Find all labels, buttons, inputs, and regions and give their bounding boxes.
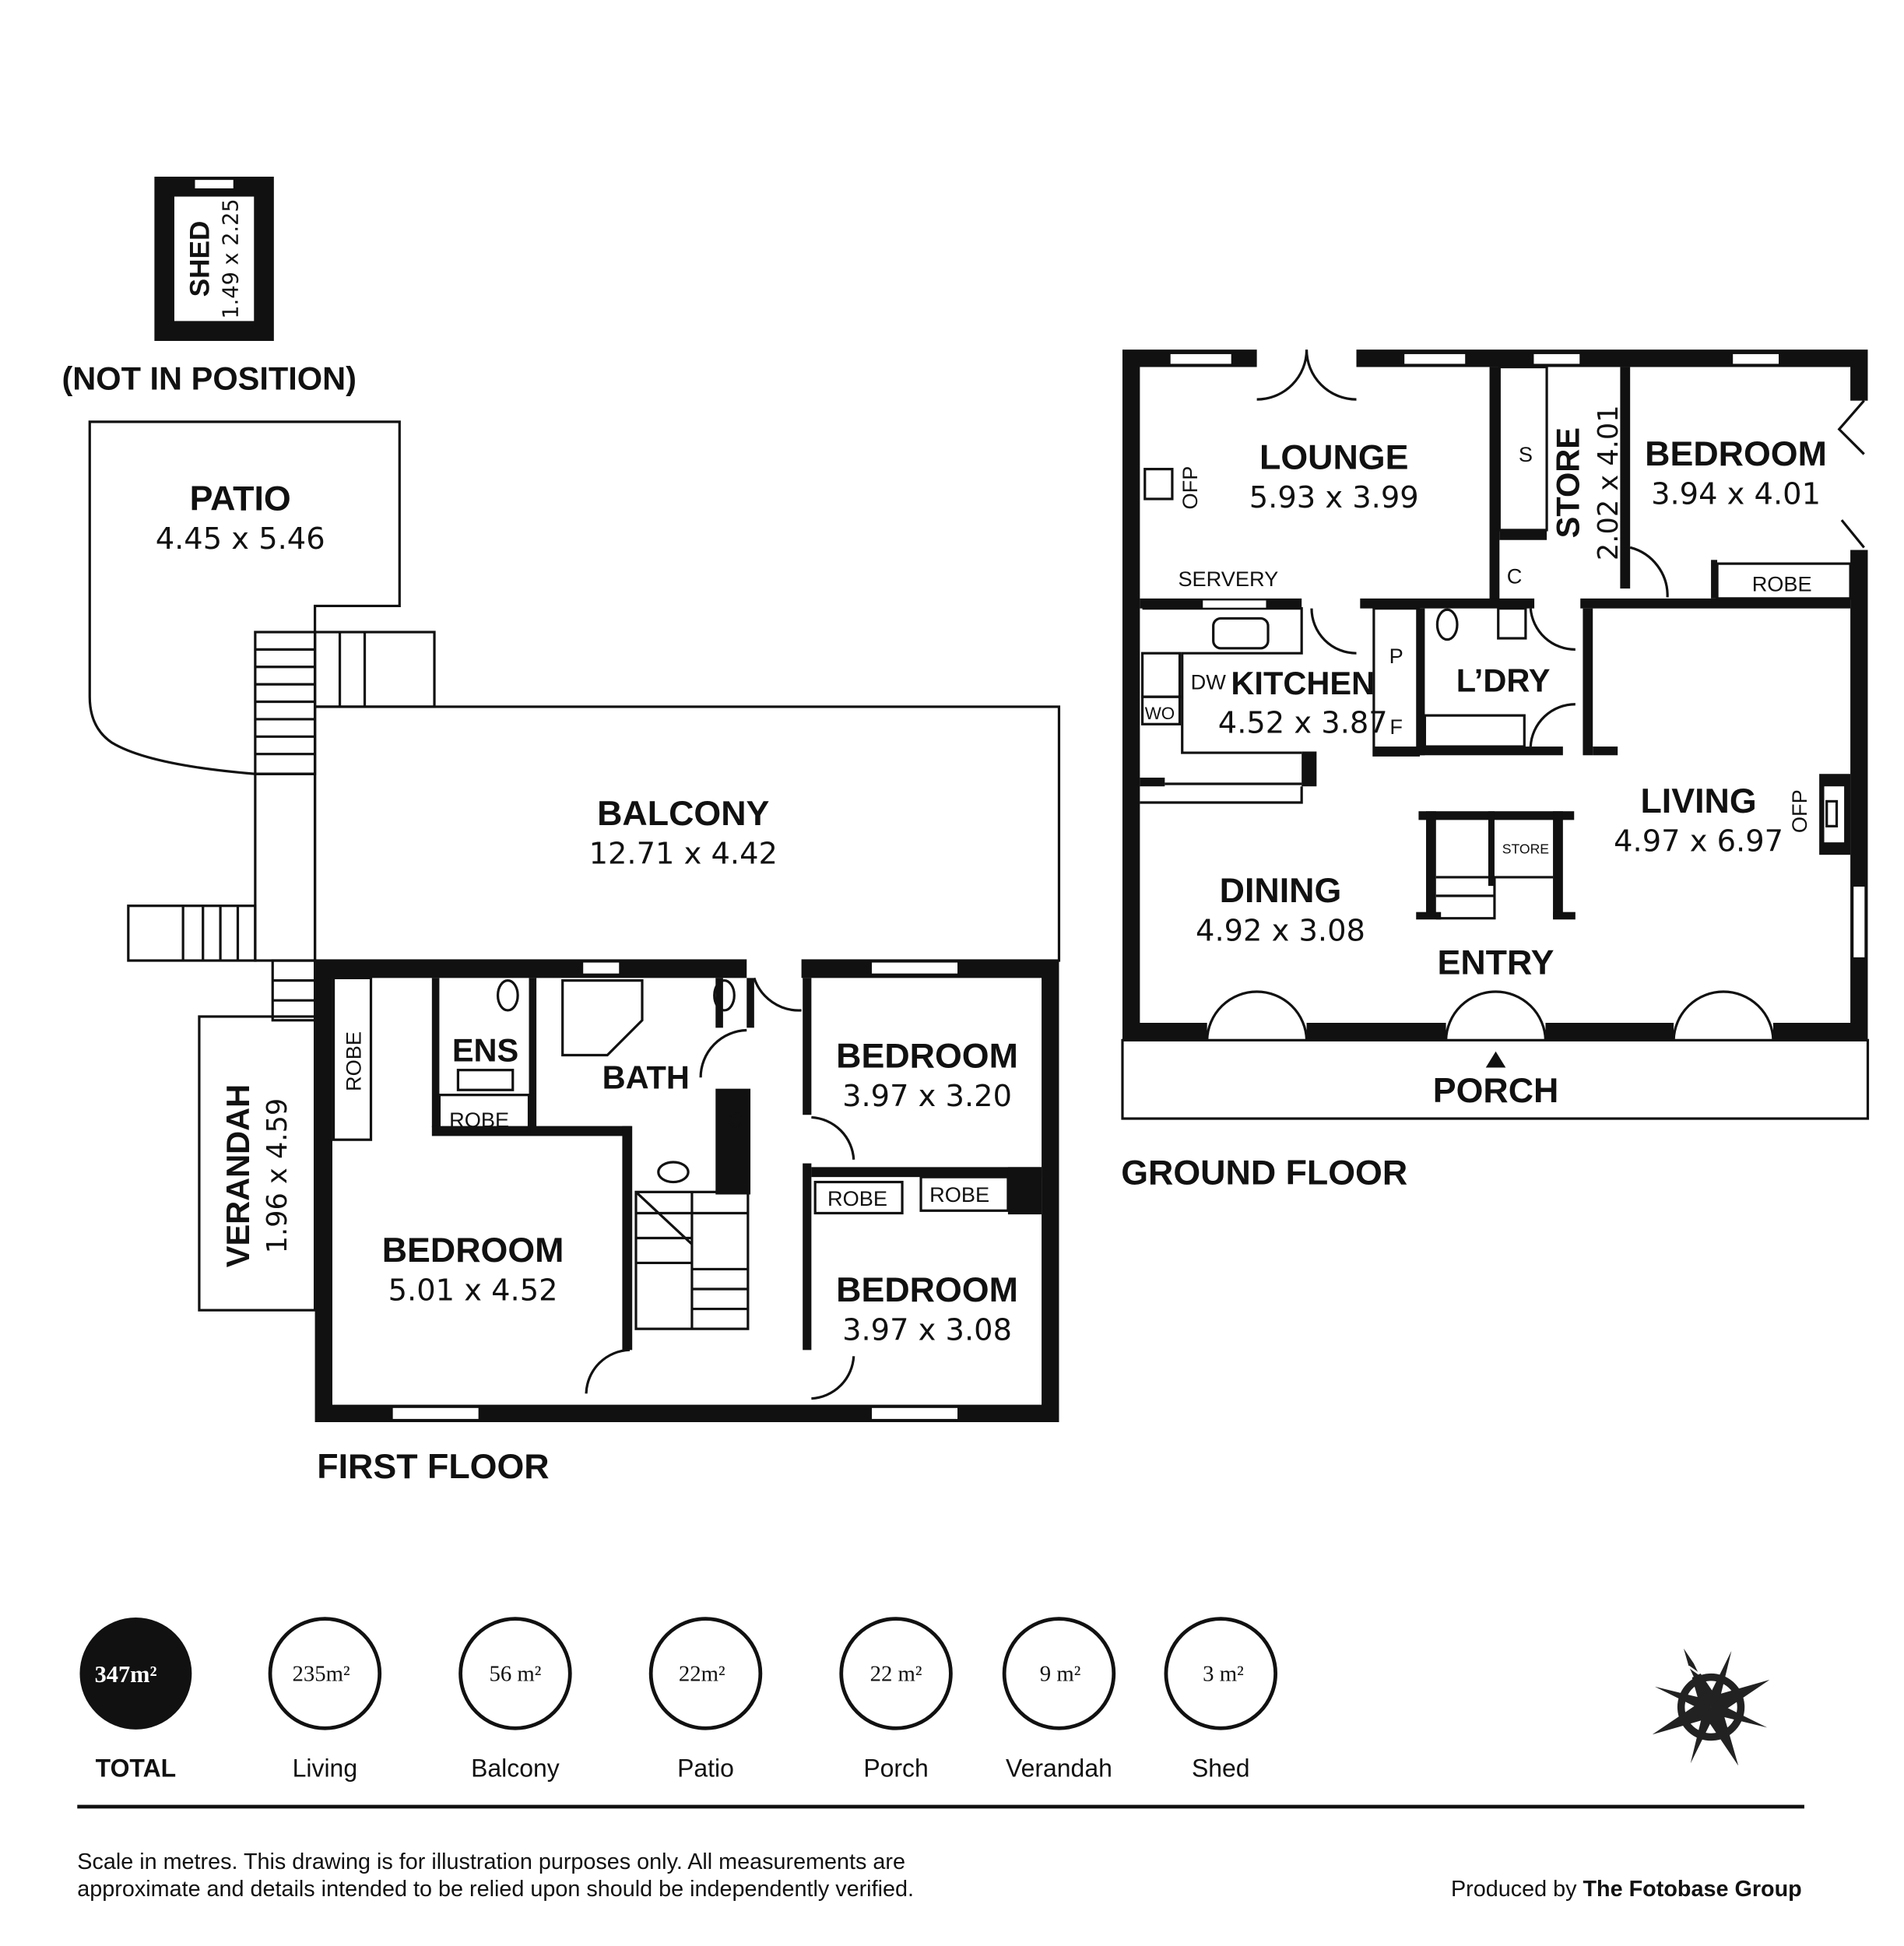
svg-text:3 m²: 3 m²	[1203, 1662, 1244, 1687]
svg-text:56 m²: 56 m²	[489, 1662, 541, 1687]
producer-credit: Produced by The Fotobase Group	[1451, 1877, 1802, 1902]
shed: SHED 1.49 x 2.25 (NOT IN POSITION)	[61, 176, 357, 396]
first-floor-title: FIRST FLOOR	[317, 1447, 549, 1486]
gf-bedroom-label: BEDROOM	[1645, 434, 1827, 473]
f-label: F	[1389, 715, 1403, 739]
area-total: 347m² TOTAL	[79, 1618, 192, 1783]
robe-ens-label: ROBE	[449, 1108, 509, 1132]
p-label: P	[1389, 644, 1403, 668]
area-shed: 3 m² Shed	[1164, 1617, 1277, 1783]
area-balcony: 56 m² Balcony	[458, 1617, 572, 1783]
verandah: VERANDAH 1.96 x 4.59	[198, 1015, 317, 1312]
ens-label: ENS	[452, 1031, 518, 1068]
bedroom-main-dims: 5.01 x 4.52	[388, 1273, 558, 1308]
area-label: Living	[293, 1755, 358, 1783]
kitchen-dims: 4.52 x 3.87	[1218, 705, 1388, 740]
area-label: Porch	[863, 1755, 928, 1783]
ofp-lounge-label: OFP	[1178, 466, 1202, 510]
balcony-label: BALCONY	[597, 794, 769, 833]
dining-dims: 4.92 x 3.08	[1196, 913, 1365, 948]
shed-note: (NOT IN POSITION)	[61, 360, 357, 396]
bedroom-main-label: BEDROOM	[382, 1231, 564, 1270]
svg-text:235m²: 235m²	[292, 1662, 350, 1687]
area-label: Verandah	[1006, 1755, 1112, 1783]
bath-label: BATH	[602, 1059, 690, 1096]
gf-robe-label: ROBE	[1752, 571, 1812, 595]
area-label: TOTAL	[96, 1755, 177, 1783]
area-label: Shed	[1192, 1755, 1250, 1783]
living-label: LIVING	[1640, 782, 1756, 820]
svg-text:347m²: 347m²	[95, 1661, 157, 1688]
ground-floor-title: GROUND FLOOR	[1121, 1154, 1407, 1193]
bedroom-1-dims: 3.97 x 3.20	[842, 1079, 1012, 1114]
area-porch: 22 m² Porch	[839, 1617, 953, 1783]
kitchen-label: KITCHEN	[1231, 665, 1375, 701]
lounge-dims: 5.93 x 3.99	[1249, 480, 1419, 515]
bedroom-2-dims: 3.97 x 3.08	[842, 1313, 1012, 1348]
first-floor: ENS ROBE ROBE BATH C BEDROOM 3.97 x 3.20…	[314, 957, 1059, 1486]
dw-label: DW	[1191, 670, 1227, 694]
disclaimer-line-2: approximate and details intended to be r…	[77, 1877, 914, 1902]
store-small-label: STORE	[1502, 841, 1549, 857]
area-patio: 22m² Patio	[648, 1617, 763, 1783]
verandah-dims: 1.96 x 4.59	[262, 1098, 293, 1254]
entry-label: ENTRY	[1438, 943, 1554, 982]
balcony-dims: 12.71 x 4.42	[589, 836, 778, 871]
patio-label: PATIO	[190, 479, 291, 518]
area-summary: 347m² TOTAL 235m² Living 56 m² Balcony 2…	[79, 1617, 1277, 1783]
ground-floor: LOUNGE 5.93 x 3.99 OFP SERVERY S STORE 2…	[1121, 346, 1872, 1193]
patio: PATIO 4.45 x 5.46	[88, 420, 401, 775]
robe-b1-label: ROBE	[827, 1186, 887, 1210]
robe-b2-label: ROBE	[929, 1182, 989, 1207]
living-dims: 4.97 x 6.97	[1614, 824, 1783, 859]
cupboard-label: C	[728, 1108, 743, 1132]
dining-label: DINING	[1220, 871, 1342, 910]
area-living: 235m² Living	[268, 1617, 382, 1783]
bedroom-2-label: BEDROOM	[836, 1270, 1018, 1309]
area-label: Patio	[677, 1755, 734, 1783]
c-label: C	[1507, 564, 1523, 588]
gf-bedroom-dims: 3.94 x 4.01	[1651, 476, 1821, 511]
servery-label: SERVERY	[1178, 567, 1278, 591]
area-verandah: 9 m² Verandah	[1002, 1617, 1116, 1783]
balcony: BALCONY 12.71 x 4.42	[313, 705, 1061, 962]
shed-label: SHED	[185, 221, 216, 297]
area-label: Balcony	[471, 1755, 560, 1783]
patio-dims: 4.45 x 5.46	[156, 522, 325, 557]
disclaimer-line-1: Scale in metres. This drawing is for ill…	[77, 1849, 905, 1874]
wo-label: WO	[1145, 704, 1175, 723]
s-label: S	[1519, 442, 1533, 466]
store-dims: 2.02 x 4.01	[1593, 405, 1625, 560]
porch-label: PORCH	[1433, 1071, 1559, 1110]
lounge-label: LOUNGE	[1259, 438, 1408, 477]
laundry-label: L’DRY	[1456, 662, 1551, 699]
bedroom-1-label: BEDROOM	[836, 1036, 1018, 1075]
svg-text:22 m²: 22 m²	[870, 1662, 922, 1687]
robe-left-label: ROBE	[342, 1031, 366, 1091]
ofp-living-label: OFP	[1787, 789, 1811, 833]
shed-dims: 1.49 x 2.25	[219, 198, 243, 318]
store-label: STORE	[1550, 427, 1586, 538]
svg-text:22m²: 22m²	[679, 1662, 725, 1687]
verandah-label: VERANDAH	[220, 1084, 256, 1267]
svg-text:9 m²: 9 m²	[1040, 1662, 1081, 1687]
compass-icon: N	[1652, 1648, 1770, 1766]
